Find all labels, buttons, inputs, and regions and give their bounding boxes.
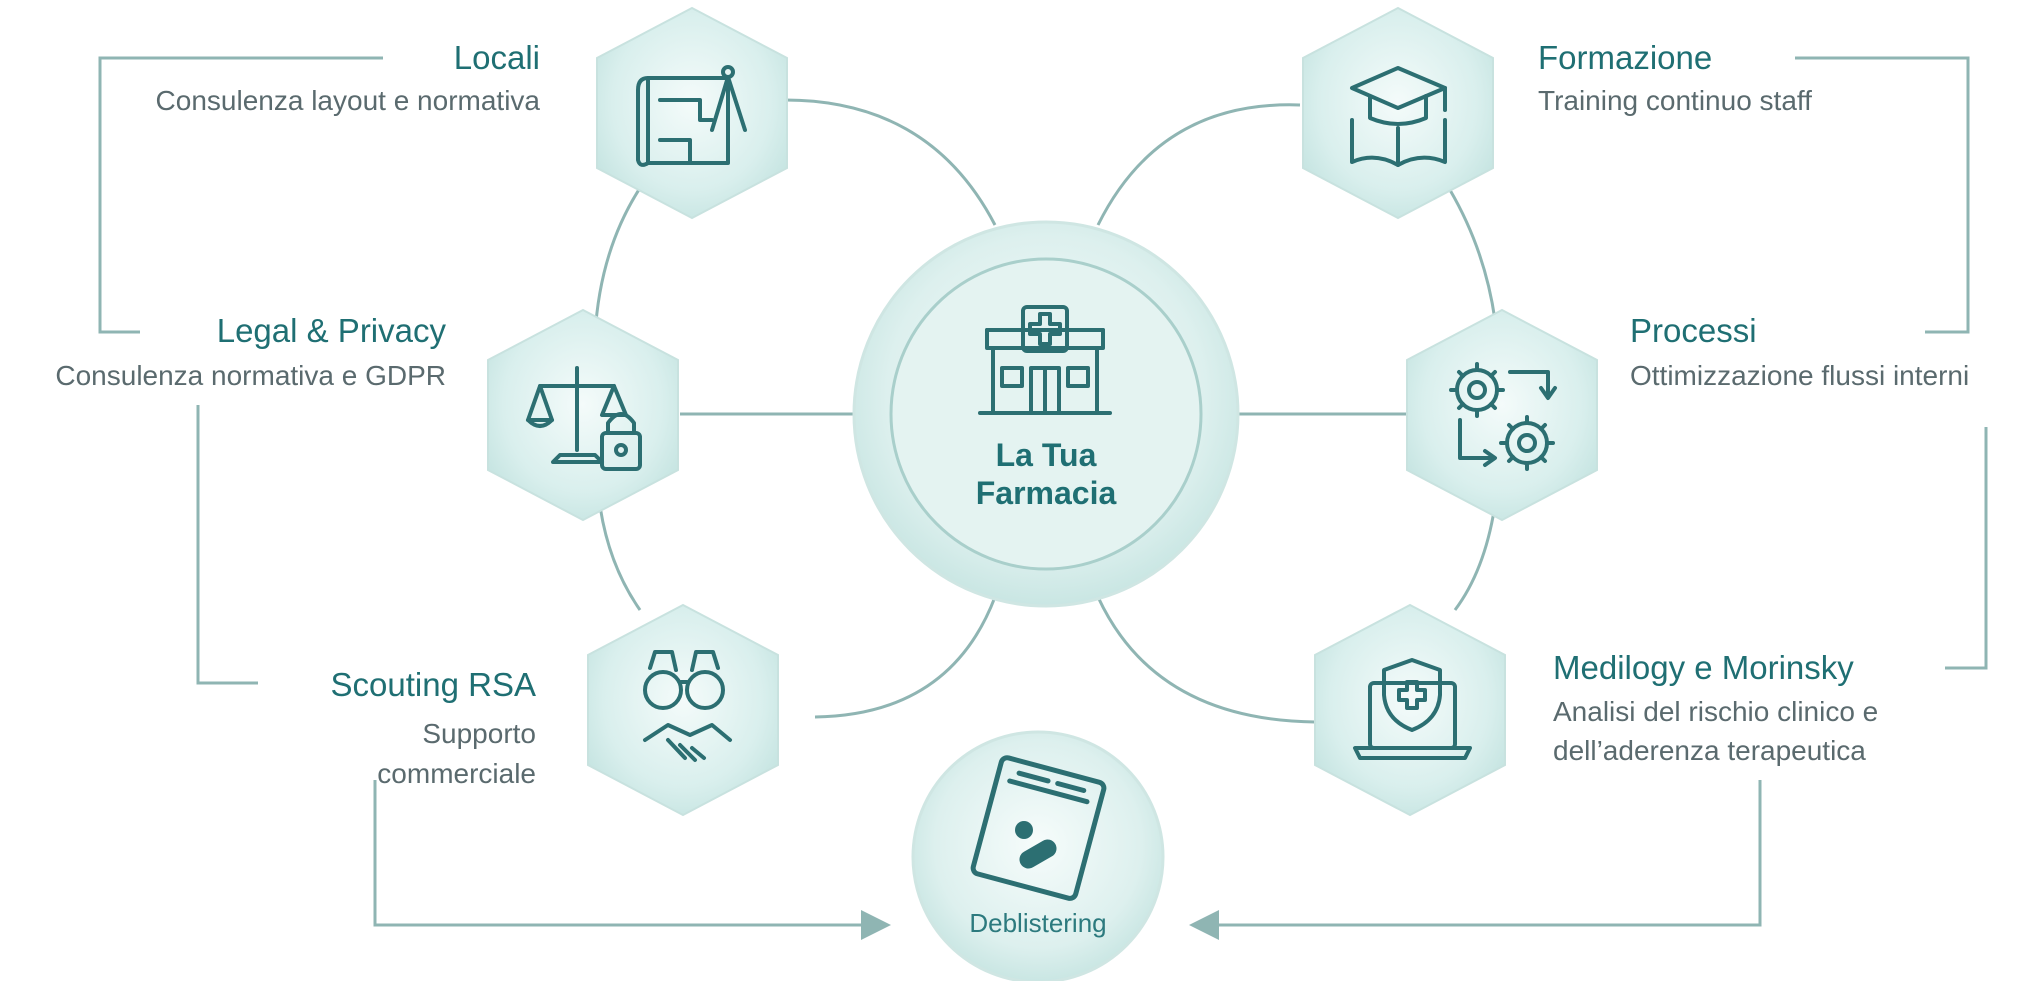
hub-title-line1: La Tua: [995, 437, 1097, 473]
binoculars-handshake-icon: [643, 650, 732, 762]
scouting-title: Scouting RSA: [330, 666, 536, 703]
locali-title: Locali: [453, 39, 540, 76]
formazione-description: Training continuo staff: [1538, 85, 1812, 116]
gears-cycle-icon: [1449, 362, 1557, 471]
hex-processi: [1406, 308, 1598, 522]
legal-title: Legal & Privacy: [216, 312, 446, 349]
scales-lock-icon: [526, 366, 642, 471]
hex-formazione: [1302, 6, 1494, 220]
hub-title-line2: Farmacia: [975, 475, 1117, 511]
bracket-lines: [98, 56, 1988, 940]
hex-legal: [487, 308, 679, 522]
hex-scouting: [587, 603, 779, 817]
blueprint-compass-icon: [636, 65, 747, 167]
pill-blister-icon: [970, 755, 1107, 901]
scouting-description-line1: Supporto: [422, 718, 536, 749]
locali-description: Consulenza layout e normativa: [155, 85, 540, 116]
connector-lines: [593, 98, 1497, 724]
scouting-description-line2: commerciale: [377, 758, 536, 789]
medilogy-description-line2: dell’aderenza terapeutica: [1553, 735, 1866, 766]
laptop-shield-icon: [1353, 658, 1472, 760]
pharmacy-building-icon: [978, 305, 1112, 415]
processi-description: Ottimizzazione flussi interni: [1630, 360, 1970, 391]
medilogy-title: Medilogy e Morinsky: [1553, 649, 1854, 686]
formazione-title: Formazione: [1538, 39, 1713, 76]
processi-title: Processi: [1630, 312, 1757, 349]
legal-description: Consulenza normativa e GDPR: [55, 360, 446, 391]
hex-locali: [596, 6, 788, 220]
medilogy-description-line1: Analisi del rischio clinico e: [1553, 696, 1879, 727]
graduation-book-icon: [1350, 66, 1447, 167]
hub-title: La Tua Farmacia: [936, 436, 1156, 512]
deblistering-label: Deblistering: [969, 908, 1107, 938]
